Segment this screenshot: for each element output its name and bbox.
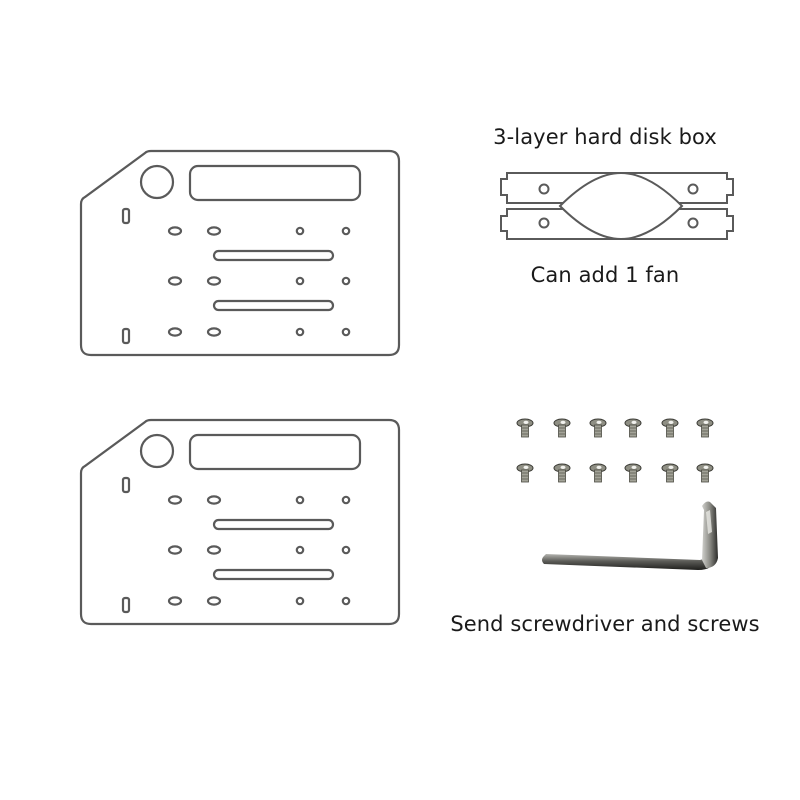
- screw-row-2: [516, 463, 714, 483]
- caption-hdd-box: 3-layer hard disk box: [493, 125, 717, 149]
- caption-fan: Can add 1 fan: [530, 263, 680, 287]
- mounting-plate-top: [79, 149, 401, 357]
- screw-row-1: [516, 418, 714, 438]
- screwdriver-icon: [542, 501, 718, 570]
- fan-bracket-icon: [500, 171, 734, 241]
- caption-accessories: Send screwdriver and screws: [450, 612, 760, 636]
- screws-group: [516, 418, 714, 483]
- mounting-plate-bottom: [79, 418, 401, 626]
